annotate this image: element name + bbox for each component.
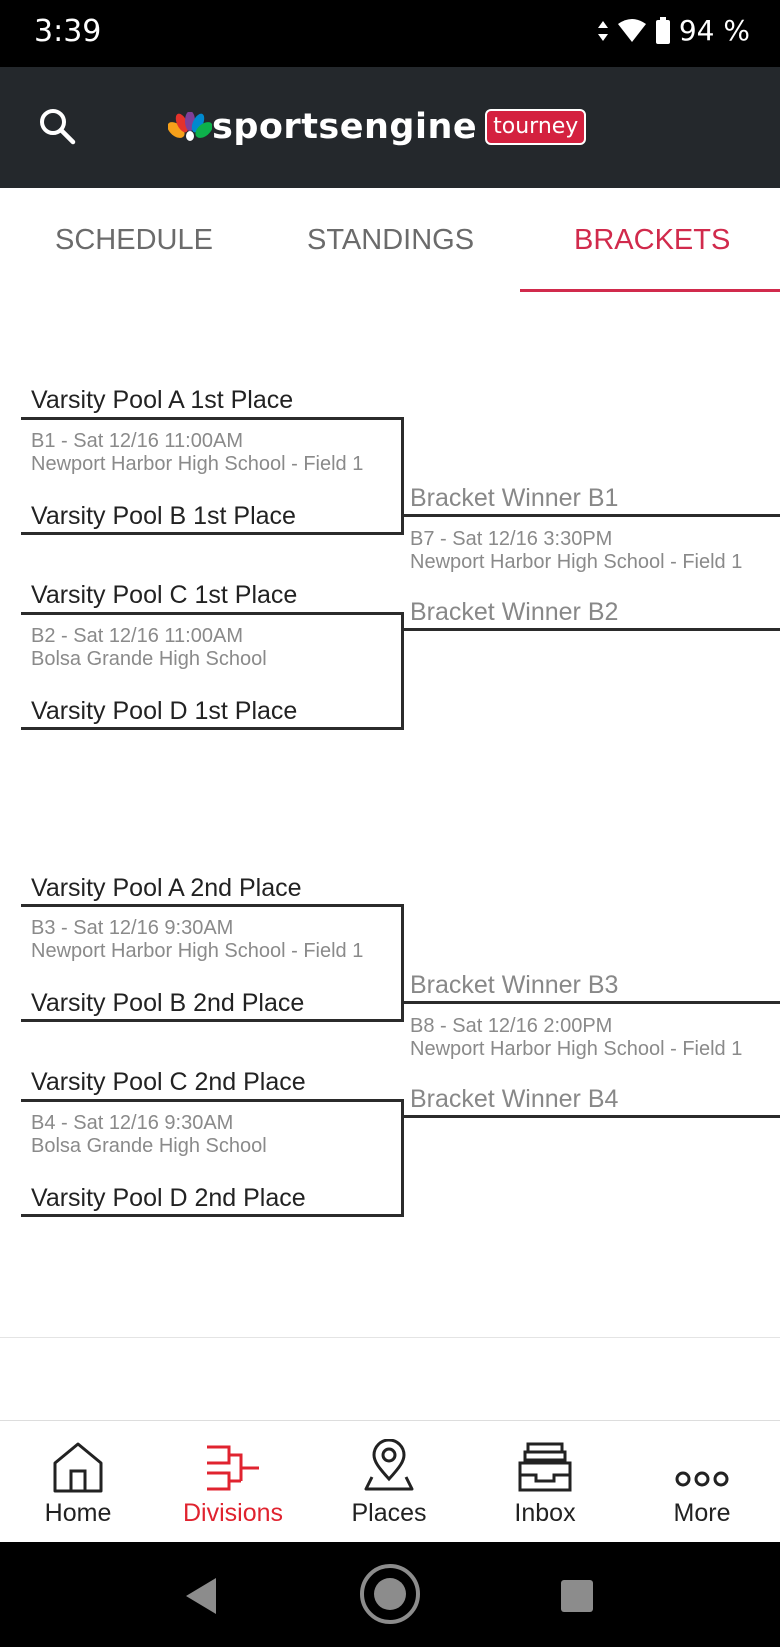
bracket-line: [401, 417, 404, 535]
nav-label: Divisions: [182, 1499, 284, 1527]
nav-label: More: [673, 1499, 731, 1527]
map-pin-icon: [364, 1439, 414, 1491]
team-label[interactable]: Varsity Pool B 1st Place: [31, 502, 296, 530]
game-location: Newport Harbor High School - Field 1: [31, 453, 364, 475]
game-info[interactable]: B7 - Sat 12/16 3:30PM Newport Harbor Hig…: [410, 528, 780, 574]
game-info[interactable]: B1 - Sat 12/16 11:00AM Newport Harbor Hi…: [31, 430, 393, 476]
battery-icon: [655, 16, 670, 44]
bracket-line: [401, 1099, 404, 1217]
nav-label: Places: [351, 1499, 427, 1527]
nav-label: Inbox: [514, 1499, 576, 1527]
nav-label: Home: [44, 1499, 112, 1527]
tourney-badge: tourney: [485, 109, 587, 145]
bracket-line: [21, 612, 404, 615]
bracket-line: [21, 904, 404, 907]
game-time: B7 - Sat 12/16 3:30PM: [410, 528, 613, 550]
game-info[interactable]: B2 - Sat 12/16 11:00AM Bolsa Grande High…: [31, 625, 393, 671]
winner-label[interactable]: Bracket Winner B2: [410, 598, 619, 626]
bottom-navigation: Home Divisions Places Inbox More: [0, 1420, 780, 1542]
team-label[interactable]: Varsity Pool D 2nd Place: [31, 1184, 306, 1212]
brand-name: sportsengine: [212, 107, 478, 147]
game-time: B1 - Sat 12/16 11:00AM: [31, 430, 243, 452]
wifi-icon: 4: [617, 18, 646, 44]
game-location: Bolsa Grande High School: [31, 1135, 267, 1157]
recents-icon[interactable]: [560, 1579, 594, 1613]
search-button[interactable]: [38, 107, 78, 152]
game-time: B8 - Sat 12/16 2:00PM: [410, 1015, 613, 1037]
game-location: Newport Harbor High School - Field 1: [410, 1038, 743, 1060]
tab-schedule[interactable]: SCHEDULE: [55, 224, 213, 256]
game-time: B2 - Sat 12/16 11:00AM: [31, 625, 243, 647]
app-header: sportsengine tourney: [0, 67, 780, 188]
bracket-line: [21, 1019, 404, 1022]
team-label[interactable]: Varsity Pool C 1st Place: [31, 581, 298, 609]
bracket-line: [21, 1214, 404, 1217]
team-label[interactable]: Varsity Pool C 2nd Place: [31, 1068, 306, 1096]
winner-label[interactable]: Bracket Winner B4: [410, 1085, 619, 1113]
bracket-line: [21, 727, 404, 730]
bracket-line: [21, 417, 404, 420]
bracket-line: [21, 1099, 404, 1102]
bracket-line: [21, 532, 404, 535]
team-label[interactable]: Varsity Pool A 2nd Place: [31, 874, 302, 902]
active-tab-indicator: [520, 289, 780, 293]
bracket-line: [401, 1001, 780, 1004]
game-info[interactable]: B3 - Sat 12/16 9:30AM Newport Harbor Hig…: [31, 917, 393, 963]
inbox-icon: [518, 1442, 572, 1492]
more-dots-icon: [675, 1471, 729, 1487]
sportsengine-logo: sportsengine tourney: [168, 107, 587, 147]
nav-home[interactable]: Home: [8, 1435, 148, 1528]
nav-more[interactable]: More: [632, 1435, 772, 1528]
tab-bar: SCHEDULE STANDINGS BRACKETS: [0, 188, 780, 293]
bracket-line: [401, 612, 404, 730]
team-label[interactable]: Varsity Pool A 1st Place: [31, 386, 294, 414]
content-footer: [0, 1337, 780, 1420]
bracket-line: [401, 514, 780, 517]
search-icon: [40, 109, 76, 145]
tab-standings[interactable]: STANDINGS: [307, 224, 475, 256]
winner-label[interactable]: Bracket Winner B1: [410, 484, 619, 512]
data-arrows-icon: [597, 20, 608, 41]
peacock-icon: [168, 112, 212, 141]
bracket-line: [401, 904, 404, 1022]
game-info[interactable]: B8 - Sat 12/16 2:00PM Newport Harbor Hig…: [410, 1015, 780, 1061]
nav-divisions[interactable]: Divisions: [163, 1435, 303, 1528]
status-bar: 3:39 4 94 %: [0, 0, 780, 67]
game-location: Bolsa Grande High School: [31, 648, 267, 670]
bracket-line: [401, 1115, 780, 1118]
game-time: B3 - Sat 12/16 9:30AM: [31, 917, 234, 939]
home-button-icon[interactable]: [358, 1562, 422, 1626]
bracket-line: [401, 628, 780, 631]
winner-label[interactable]: Bracket Winner B3: [410, 971, 619, 999]
brackets-view[interactable]: Varsity Pool A 1st Place B1 - Sat 12/16 …: [0, 292, 780, 1337]
game-time: B4 - Sat 12/16 9:30AM: [31, 1112, 234, 1134]
home-icon: [53, 1442, 103, 1493]
bracket-icon: [207, 1445, 259, 1491]
team-label[interactable]: Varsity Pool B 2nd Place: [31, 989, 305, 1017]
status-icons: 4 94 %: [597, 14, 750, 47]
tab-brackets[interactable]: BRACKETS: [574, 224, 731, 256]
battery-percent: 94 %: [678, 14, 750, 47]
back-icon[interactable]: [184, 1576, 220, 1616]
team-label[interactable]: Varsity Pool D 1st Place: [31, 697, 298, 725]
game-location: Newport Harbor High School - Field 1: [31, 940, 364, 962]
nav-places[interactable]: Places: [319, 1435, 459, 1528]
system-navigation-bar: [0, 1542, 780, 1647]
game-location: Newport Harbor High School - Field 1: [410, 551, 743, 573]
svg-text:4: 4: [636, 34, 642, 44]
nav-inbox[interactable]: Inbox: [475, 1435, 615, 1528]
status-time: 3:39: [34, 14, 102, 49]
game-info[interactable]: B4 - Sat 12/16 9:30AM Bolsa Grande High …: [31, 1112, 393, 1158]
